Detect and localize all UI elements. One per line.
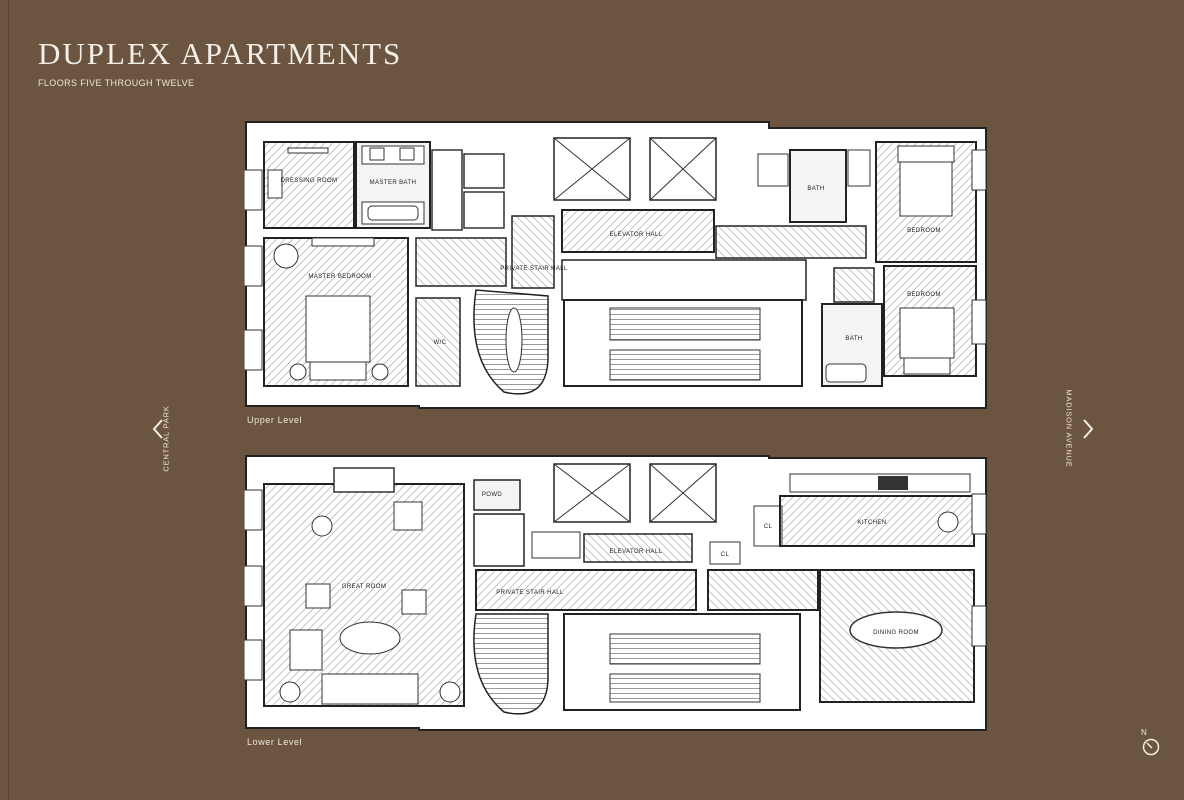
- powder-room: [473, 479, 521, 511]
- page-title: DUPLEX APARTMENTS: [38, 36, 403, 71]
- upper-level-plan: DRESSING ROOM MASTER BATH MASTER BEDROOM…: [244, 120, 990, 410]
- side-label-east: MADISON AVENUE: [1064, 389, 1074, 468]
- upper-west-windows: [244, 169, 263, 371]
- label-wic: W/C: [434, 340, 447, 346]
- label-private-stair: PRIVATE STAIR HALL: [500, 266, 568, 272]
- label-master-bedroom: MASTER BEDROOM: [308, 274, 371, 280]
- label-elevator-hall: ELEVATOR HALL: [610, 232, 663, 238]
- label-dressing-room: DRESSING ROOM: [281, 178, 338, 184]
- lower-level-label: Lower Level: [247, 737, 303, 747]
- label-lower-private-stair: PRIVATE STAIR HALL: [496, 590, 564, 596]
- next-arrow[interactable]: [1080, 418, 1096, 445]
- side-label-west: CENTRAL PARK: [161, 405, 171, 472]
- label-great-room: GREAT ROOM: [342, 584, 386, 590]
- chevron-right-icon: [1083, 419, 1094, 439]
- previous-arrow[interactable]: [150, 418, 166, 445]
- label-master-bath: MASTER BATH: [370, 180, 417, 186]
- label-cl-1: CL: [721, 552, 730, 558]
- page-subtitle: FLOORS FIVE THROUGH TWELVE: [38, 78, 195, 88]
- compass-icon: [1142, 738, 1160, 761]
- label-dining-room: DINING ROOM: [873, 630, 919, 636]
- east-bath-upper: [789, 149, 847, 223]
- upper-level-drawing: DRESSING ROOM MASTER BATH MASTER BEDROOM…: [244, 121, 987, 409]
- lower-east-windows: [971, 493, 987, 647]
- upper-level-label: Upper Level: [247, 415, 303, 425]
- label-bedroom-2: BEDROOM: [907, 292, 941, 298]
- lower-spiral-stair: [473, 613, 549, 715]
- lower-west-windows: [244, 489, 263, 681]
- elevator-hall: [561, 209, 715, 253]
- compass-north-label: N: [1141, 728, 1147, 737]
- lower-private-stair-hall: [475, 569, 697, 611]
- label-bath-2: BATH: [845, 336, 862, 342]
- label-cl-2: CL: [764, 524, 773, 530]
- label-powder: POWD: [482, 492, 503, 498]
- lower-level-plan: GREAT ROOM POWD ELEVATOR HALL PRIVATE ST…: [244, 454, 990, 734]
- label-bedroom-1: BEDROOM: [907, 228, 941, 234]
- lower-level-drawing: GREAT ROOM POWD ELEVATOR HALL PRIVATE ST…: [244, 455, 987, 731]
- label-bath-1: BATH: [807, 186, 824, 192]
- wic: [415, 297, 461, 387]
- upper-east-windows: [971, 149, 987, 345]
- great-room: [263, 483, 465, 707]
- chevron-left-icon: [152, 419, 163, 439]
- lower-elevator-hall: [583, 533, 693, 563]
- page-edge-line: [8, 0, 9, 800]
- private-stair-hall: [511, 215, 555, 289]
- label-lower-elevator-hall: ELEVATOR HALL: [610, 549, 663, 555]
- label-kitchen: KITCHEN: [857, 520, 886, 526]
